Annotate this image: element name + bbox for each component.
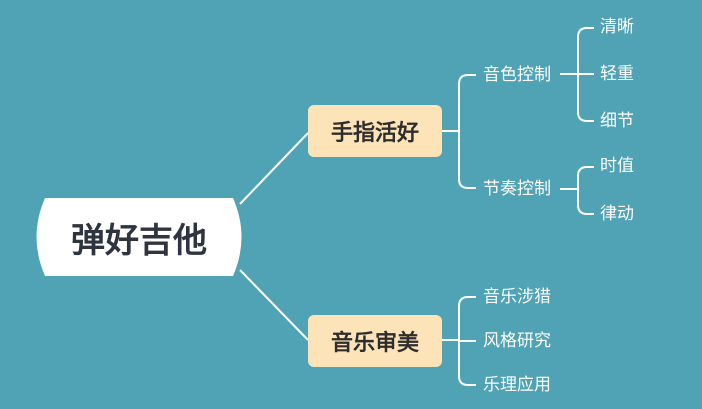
branch-node-fingers: 手指活好 (308, 105, 442, 157)
connector-branch1-bracket (458, 74, 469, 189)
root-node-label: 弹好吉他 (71, 220, 207, 261)
subnode-theory-application: 乐理应用 (483, 375, 551, 395)
branch-node-aesthetics: 音乐审美 (308, 315, 442, 367)
root-node-shape (36, 198, 242, 276)
leaf-details: 细节 (600, 111, 634, 131)
connector-root-branch1 (239, 132, 309, 205)
subnode-rhythm-control: 节奏控制 (483, 179, 551, 199)
leaf-duration: 时值 (600, 156, 634, 176)
connector-rhythm-bracket (577, 166, 588, 215)
leaf-dynamics: 轻重 (600, 64, 634, 84)
subnode-style-study: 风格研究 (483, 331, 551, 351)
branch-label-aesthetics: 音乐审美 (330, 331, 419, 356)
leaf-groove: 律动 (600, 204, 634, 224)
subnode-music-survey: 音乐涉猎 (483, 287, 551, 307)
branch-label-fingers: 手指活好 (330, 121, 419, 146)
subnode-tone-control: 音色控制 (483, 65, 551, 85)
connector-root-branch2 (239, 269, 309, 341)
leaf-clarity: 清晰 (600, 17, 634, 37)
